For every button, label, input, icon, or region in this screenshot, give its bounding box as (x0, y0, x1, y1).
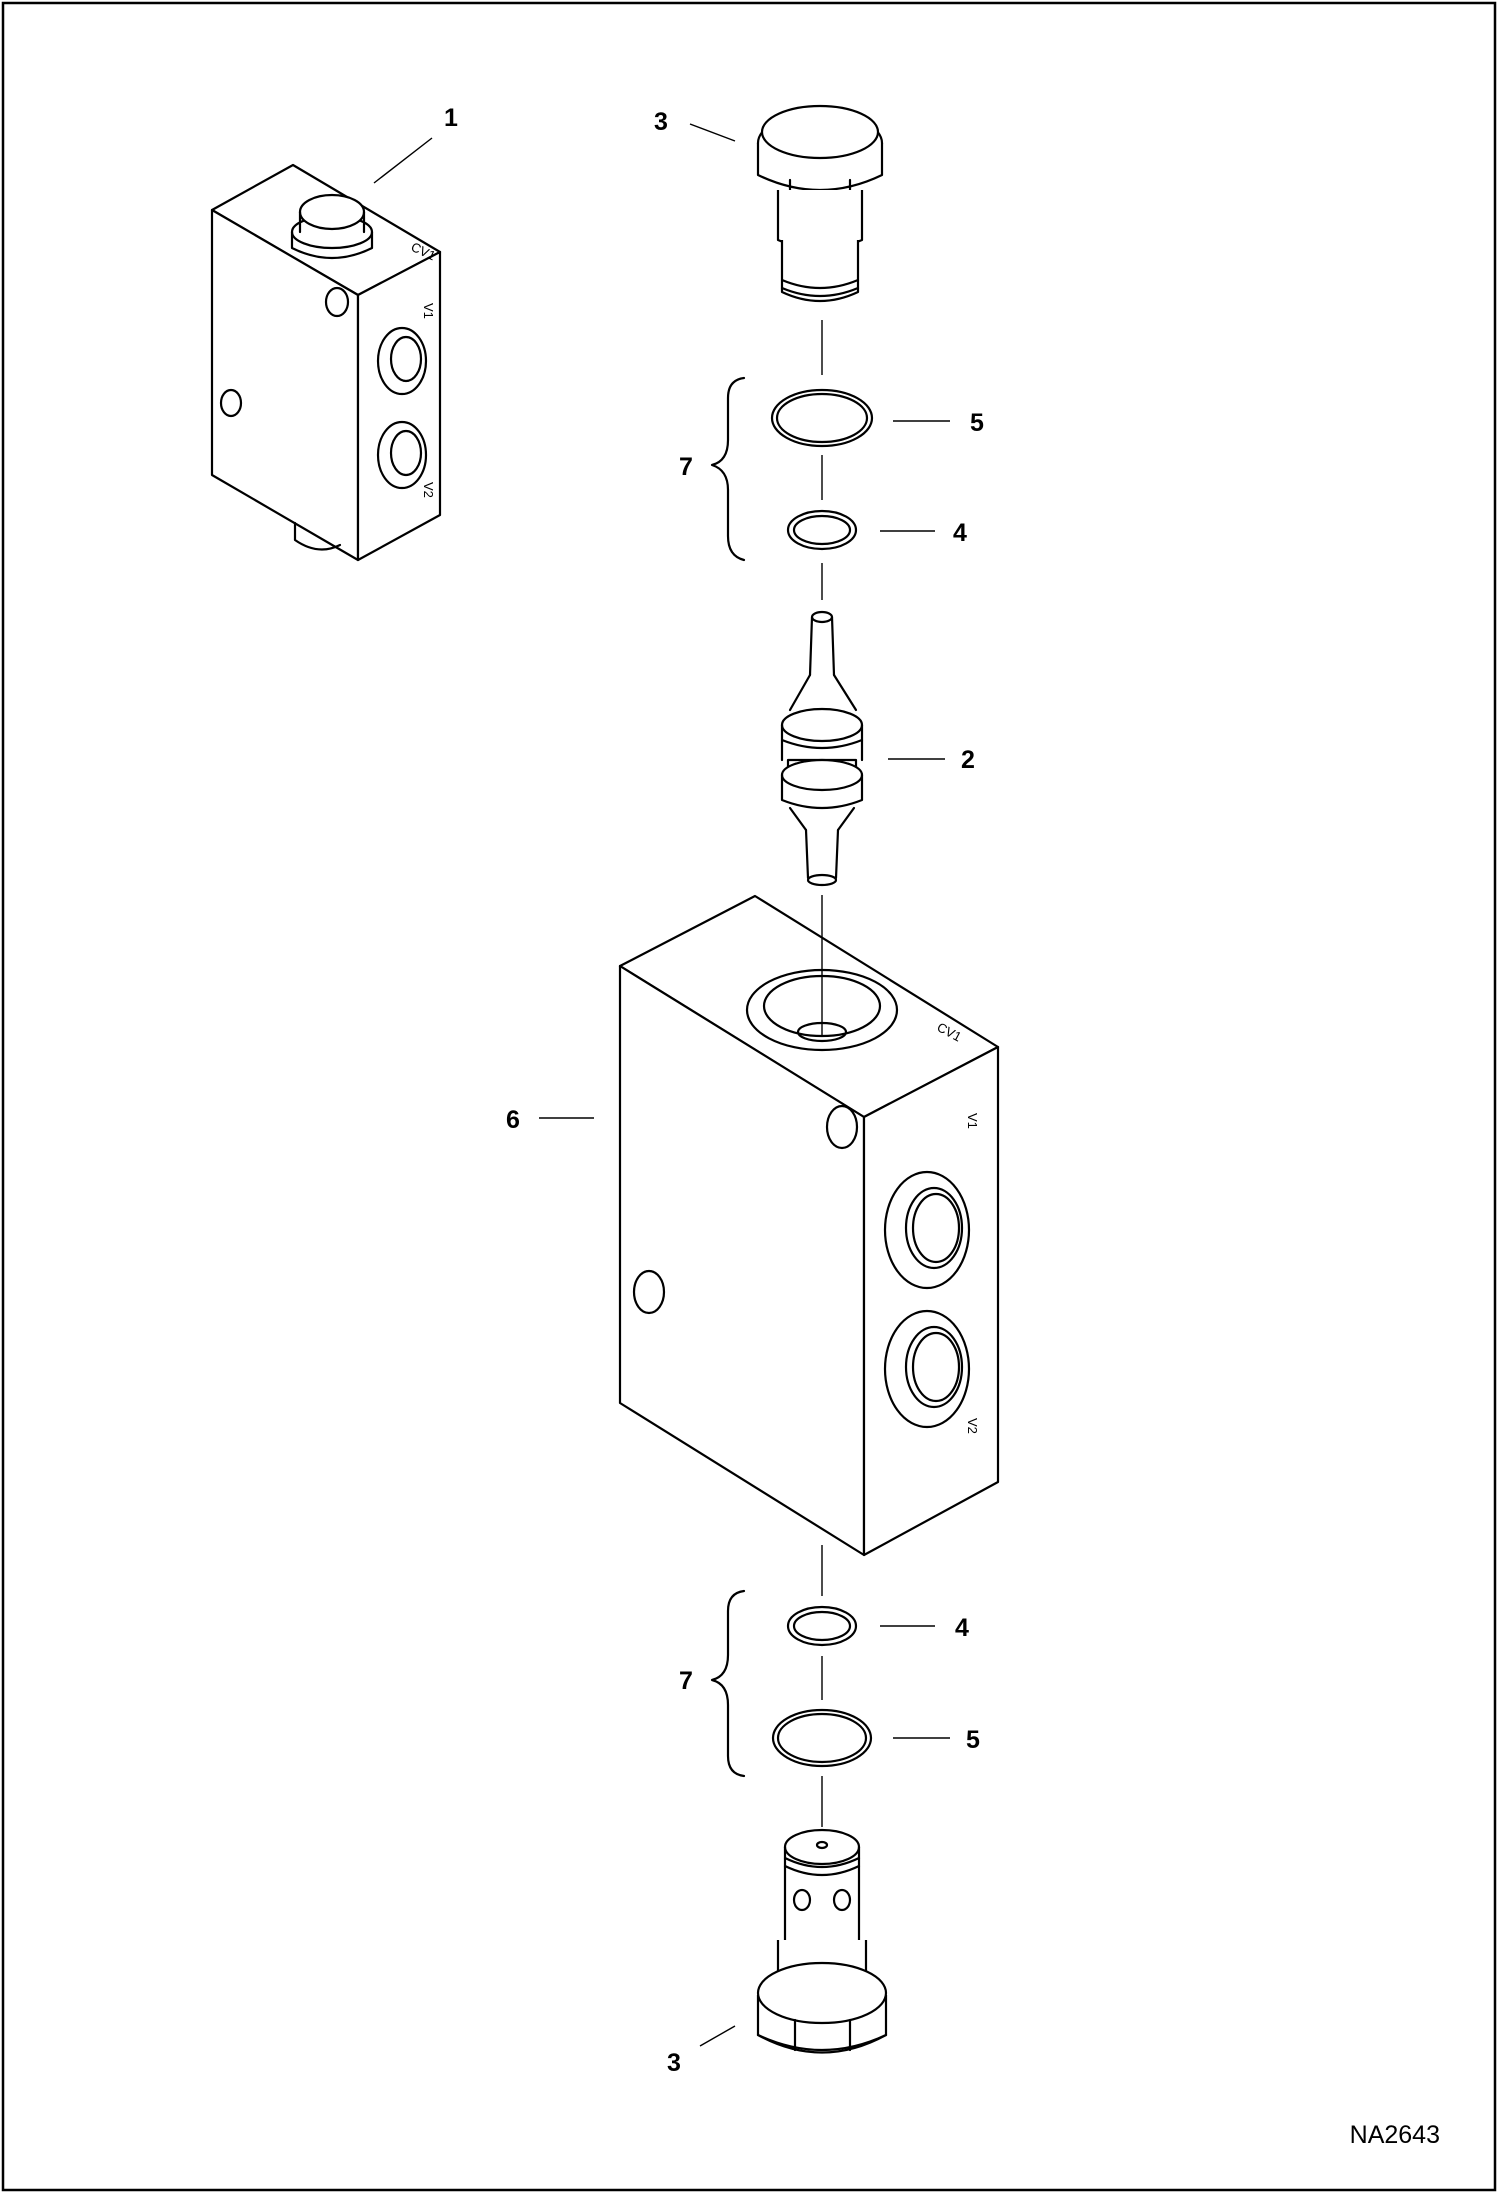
callout-valve-body: 6 (506, 1106, 520, 1134)
leader-lines (373, 123, 950, 2047)
bottom-seal-ring-illustration (786, 1605, 858, 1647)
callout-plug-top: 3 (654, 108, 668, 136)
top-plug-illustration (756, 104, 884, 303)
callout-oring-bottom: 5 (966, 1726, 980, 1754)
callout-assembly: 1 (444, 104, 458, 132)
top-oring-illustration (770, 388, 874, 448)
callout-oring-top: 5 (970, 409, 984, 437)
callout-seal-ring-bottom: 4 (955, 1614, 969, 1642)
large-body-v1-marking: V1 (965, 1113, 980, 1129)
assembled-valve-illustration (210, 163, 442, 562)
small-body-v2-marking: V2 (421, 482, 436, 498)
bottom-seal-kit-brace (710, 1589, 746, 1778)
callout-poppet: 2 (961, 746, 975, 774)
callout-seal-ring-top: 4 (953, 519, 967, 547)
poppet-illustration (780, 610, 864, 887)
callout-plug-bottom: 3 (667, 2049, 681, 2077)
callout-seal-kit-bottom: 7 (679, 1667, 693, 1695)
bottom-oring-illustration (771, 1708, 873, 1768)
large-body-v2-marking: V2 (965, 1418, 980, 1434)
bottom-plug-illustration (756, 1828, 888, 2054)
top-seal-kit-brace (710, 376, 746, 562)
figure-id: NA2643 (1350, 2121, 1440, 2149)
valve-body-illustration (618, 894, 1000, 1557)
callout-seal-kit-top: 7 (679, 453, 693, 481)
small-body-v1-marking: V1 (421, 303, 436, 319)
top-seal-ring-illustration (786, 509, 858, 551)
